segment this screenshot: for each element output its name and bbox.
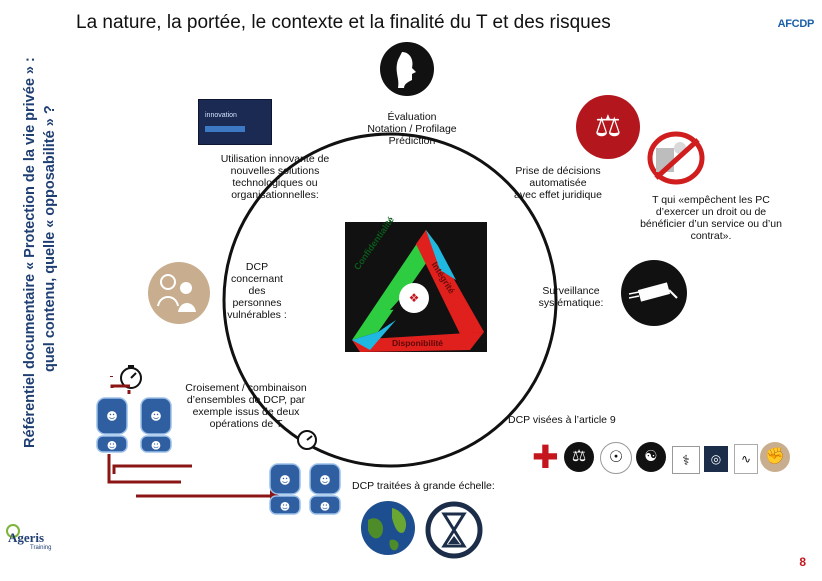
- cctv-camera-icon: [621, 260, 687, 326]
- central-diagram: ❖: [222, 132, 558, 468]
- label-croisement: Croisement / combinaison d’ensembles de …: [185, 382, 307, 430]
- fingerprint-icon: ◎: [704, 446, 728, 472]
- label-grande-echelle: DCP traitées à grande échelle:: [352, 480, 495, 492]
- ageris-logo: Ageris Training: [2, 522, 60, 572]
- sidebar-title-line1: Référentiel documentaire « Protection de…: [22, 57, 38, 448]
- svg-text:☻: ☻: [151, 440, 161, 452]
- sidebar: Référentiel documentaire « Protection de…: [0, 0, 66, 520]
- scales-icon: ⚖: [576, 95, 640, 159]
- medical-icon: ⚕: [672, 446, 700, 474]
- red-cross-icon: ✚: [532, 439, 559, 475]
- no-computer-icon: [647, 131, 705, 185]
- hourglass-icon: [425, 501, 483, 559]
- ageris-logo-name: Ageris: [8, 530, 45, 545]
- triangle-side-bottom: [352, 332, 484, 352]
- triangle-center-icon: ❖: [399, 283, 429, 313]
- innovation-badge: innovation: [205, 112, 237, 119]
- svg-text:☻: ☻: [106, 410, 117, 423]
- eye-icon: ☉: [600, 442, 632, 474]
- afcdp-logo-text: AFCDP: [777, 18, 815, 30]
- svg-text:☻: ☻: [279, 474, 290, 487]
- globe-icon: [361, 501, 415, 555]
- page-number: 8: [799, 555, 806, 569]
- database-cluster-bottom: ☻ ☻ ☻ ☻: [269, 430, 341, 515]
- vulnerable-people-icon: [148, 262, 210, 324]
- stopwatch-icon: [297, 430, 317, 450]
- database-cluster-left: ☻ ☻ ☻ ☻: [96, 365, 181, 484]
- dna-icon: ∿: [734, 444, 758, 474]
- justice-icon: ⚖: [564, 442, 594, 472]
- afcdp-logo: AFCDP: [777, 18, 815, 30]
- stopwatch-icon: [120, 365, 142, 389]
- innovation-image: innovation: [198, 99, 272, 145]
- label-innovation: Utilisation innovante de nouvelles solut…: [220, 153, 330, 201]
- label-evaluation: Évaluation Notation / Profilage Prédicti…: [367, 111, 457, 147]
- triangle-side-left: [352, 230, 438, 340]
- database-icon: [96, 397, 172, 453]
- label-decision: Prise de décisions automatisée avec effe…: [514, 165, 602, 201]
- face-profile-icon: [380, 42, 434, 96]
- triangle-side-right: [416, 230, 484, 334]
- svg-text:☻: ☻: [150, 410, 161, 423]
- label-article9: DCP visées à l’article 9: [508, 414, 616, 426]
- ring: [222, 132, 558, 468]
- ageris-logo-sub: Training: [30, 545, 52, 551]
- article9-icon-row: ✚ ⚖ ☉ ☯ ⚕ ◎ ∿ ✊: [532, 439, 790, 476]
- svg-text:❖: ❖: [409, 291, 420, 305]
- database-icon: [269, 463, 341, 515]
- svg-text:☻: ☻: [280, 501, 290, 513]
- page-title: La nature, la portée, le contexte et la …: [76, 12, 611, 33]
- label-pc: T qui «empêchent les PC d’exercer un dro…: [640, 194, 782, 242]
- fist-icon: ✊: [760, 442, 790, 472]
- sidebar-title-line2: quel contenu, quelle « opposabilité » ?: [42, 105, 58, 372]
- svg-text:☻: ☻: [107, 440, 117, 452]
- triangle-label-bottom: Disponibilité: [392, 338, 443, 348]
- svg-text:☻: ☻: [320, 501, 330, 513]
- label-vulnerable: DCP concernant des personnes vulnérables…: [227, 261, 287, 321]
- label-surveillance: Surveillance systématique:: [538, 285, 604, 309]
- svg-text:☻: ☻: [319, 474, 330, 487]
- head-icon: ☯: [636, 442, 666, 472]
